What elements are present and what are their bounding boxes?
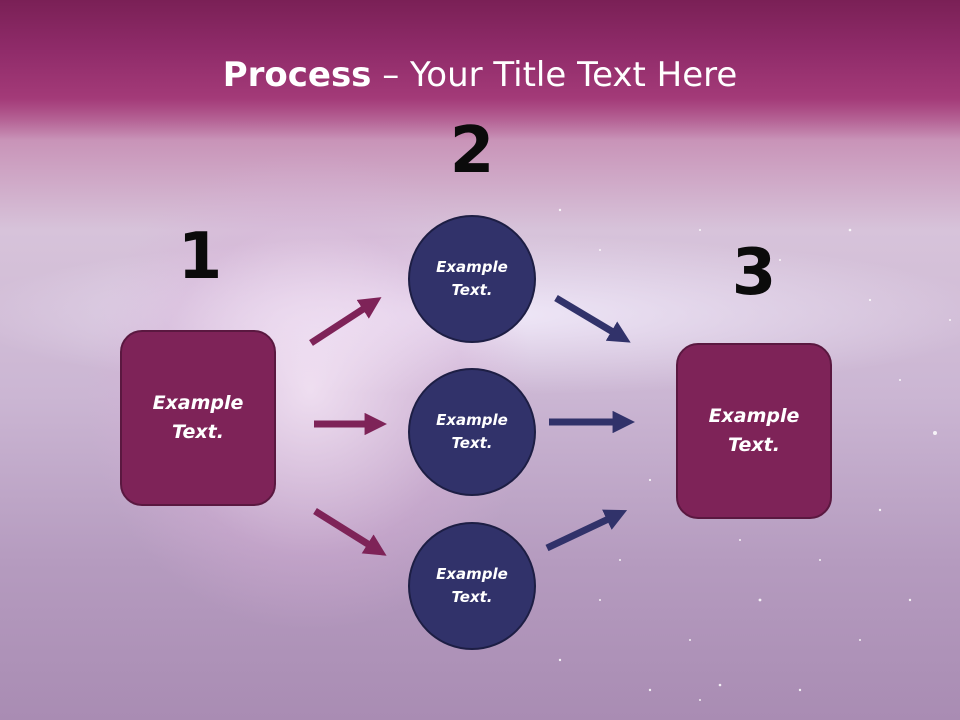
circle-top-line1: Example (436, 258, 508, 276)
arrow-bottom-to-right (545, 509, 628, 552)
right-box-line1: Example (708, 405, 800, 427)
left-box-line2: Text. (172, 421, 224, 443)
circle-bottom-line2: Text. (451, 588, 493, 606)
arrow-left-to-top (309, 297, 382, 346)
step-number-1: 1 (177, 220, 223, 294)
circle-top-line2: Text. (451, 281, 493, 299)
title-rest: – Your Title Text Here (371, 55, 738, 95)
title-bold: Process (222, 55, 372, 95)
circle-middle-line2: Text. (451, 434, 493, 452)
slide-title: Process – Your Title Text Here (0, 54, 960, 96)
circle-middle-line1: Example (436, 411, 508, 429)
right-box-line2: Text. (728, 434, 780, 456)
step-number-2: 2 (449, 114, 495, 188)
left-box-line1: Example (152, 392, 244, 414)
header-band (0, 0, 960, 140)
arrow-left-to-bottom (313, 508, 387, 556)
arrow-top-to-right (554, 294, 631, 343)
circle-bottom-line1: Example (436, 565, 508, 583)
step-number-3: 3 (731, 236, 777, 310)
